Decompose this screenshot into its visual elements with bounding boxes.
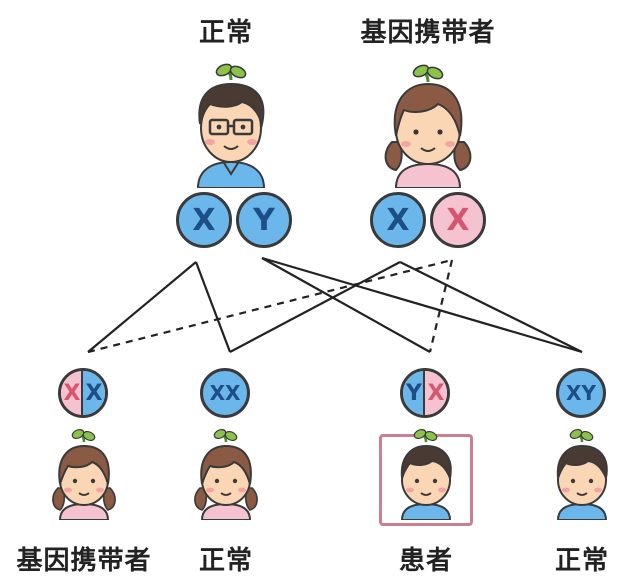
child-2-label: 正常 — [198, 546, 254, 576]
mother-label: 基因携带者 — [360, 18, 496, 48]
line-mother-affected-x-to-child-1 — [87, 258, 453, 354]
child-2-chromosome-letters: XX — [209, 381, 241, 405]
line-father-x-to-child-2 — [194, 261, 232, 353]
child-3-chromosome-left-letter: Y — [406, 380, 422, 406]
line-father-y-to-child-4 — [261, 256, 583, 354]
mother-chromosome-1: X — [370, 192, 426, 248]
child-1-chromosomes: X X — [58, 368, 108, 418]
father-chromosome-2: Y — [236, 192, 292, 248]
mother-chromosome-2-letter: X — [446, 202, 470, 238]
child-3-label: 患者 — [398, 546, 454, 576]
mother-figure — [384, 64, 472, 188]
child-3-chromosomes: Y X — [400, 368, 450, 418]
father-chromosome-2-letter: Y — [253, 202, 275, 238]
child-3-figure — [400, 428, 452, 520]
line-mother-affected-x-to-child-3 — [428, 259, 454, 353]
father-figure — [196, 63, 266, 188]
child-3-chromosome-right: X — [423, 371, 447, 415]
father-chromosome-1: X — [176, 192, 232, 248]
child-2-chromosomes: XX — [200, 368, 250, 418]
child-1-chromosome-right-letter: X — [85, 380, 103, 406]
mother-chromosome-1-letter: X — [386, 202, 410, 238]
line-mother-x-to-child-2 — [229, 261, 401, 353]
child-1-chromosome-left-letter: X — [63, 380, 81, 406]
child-4-chromosomes: XY — [556, 368, 606, 418]
father-label: 正常 — [198, 18, 254, 48]
line-father-x-to-child-1 — [87, 261, 197, 353]
child-1-label: 基因携带者 — [16, 546, 152, 576]
mother-chromosome-2: X — [430, 192, 486, 248]
child-3-chromosome-left: Y — [403, 371, 425, 415]
child-4-figure — [556, 428, 608, 520]
line-father-y-to-child-3 — [261, 257, 431, 353]
child-2-figure — [194, 428, 258, 520]
father-chromosome-1-letter: X — [192, 202, 216, 238]
line-mother-x-to-child-4 — [399, 261, 583, 353]
child-4-chromosome-letters: XY — [566, 381, 596, 405]
child-4-label: 正常 — [554, 546, 610, 576]
child-1-chromosome-right: X — [81, 371, 105, 415]
child-1-chromosome-left: X — [61, 371, 83, 415]
child-3-chromosome-right-letter: X — [427, 380, 445, 406]
child-1-figure — [52, 428, 116, 520]
